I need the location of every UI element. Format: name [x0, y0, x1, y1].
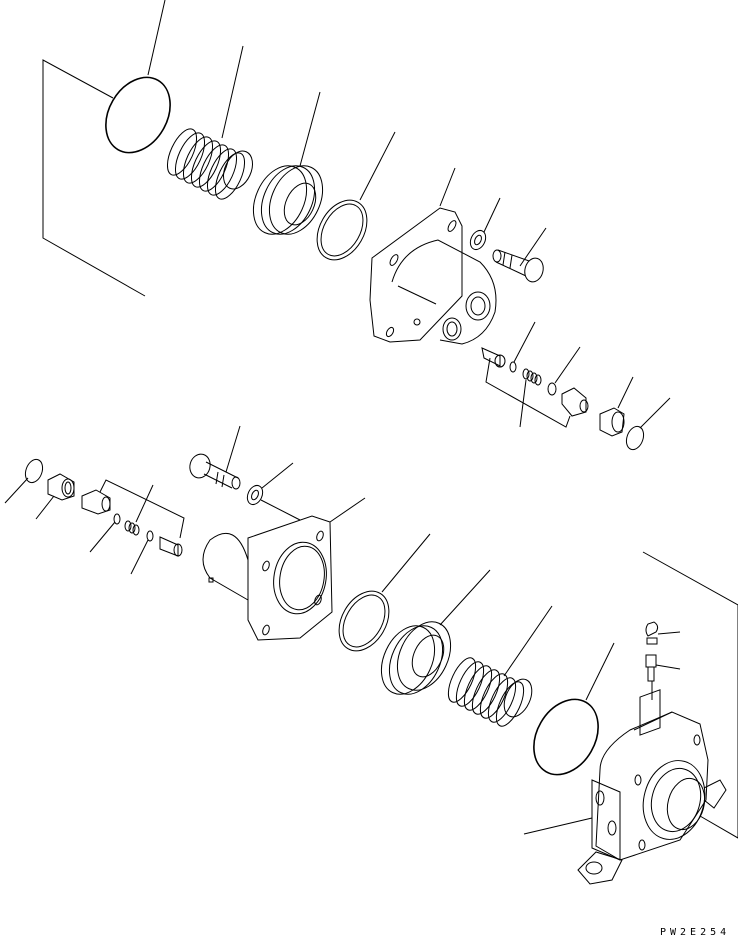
- frame-bracket-upper: [42, 59, 146, 297]
- bolt-lower: [189, 425, 241, 490]
- drawing-code: PW2E254: [660, 927, 731, 938]
- grease-fitting: [645, 621, 681, 700]
- cover-housing-lower: [202, 497, 366, 641]
- cover-housing-upper: [369, 167, 497, 345]
- o-ring-large-lower: [533, 642, 615, 776]
- washer-lower: [246, 462, 301, 521]
- cap-lower: [35, 473, 75, 520]
- snap-ring-lower: [4, 458, 44, 504]
- backup-ring-upper: [316, 131, 396, 261]
- o-ring-large-upper: [105, 0, 171, 154]
- bolt-upper: [492, 227, 547, 283]
- piston-seal-lower: [380, 569, 491, 695]
- piston-seal-upper: [252, 91, 324, 235]
- spring-upper: [166, 45, 254, 200]
- frame-bracket-lower: [642, 551, 738, 839]
- washer-upper: [469, 197, 501, 251]
- spring-lower: [447, 605, 553, 727]
- snap-ring-upper: [625, 397, 671, 451]
- valve-group-lower: [81, 479, 185, 575]
- backup-ring-lower: [338, 533, 431, 652]
- valve-group-upper: [481, 321, 589, 428]
- cap-upper: [599, 376, 634, 437]
- bearing-housing: [523, 689, 727, 885]
